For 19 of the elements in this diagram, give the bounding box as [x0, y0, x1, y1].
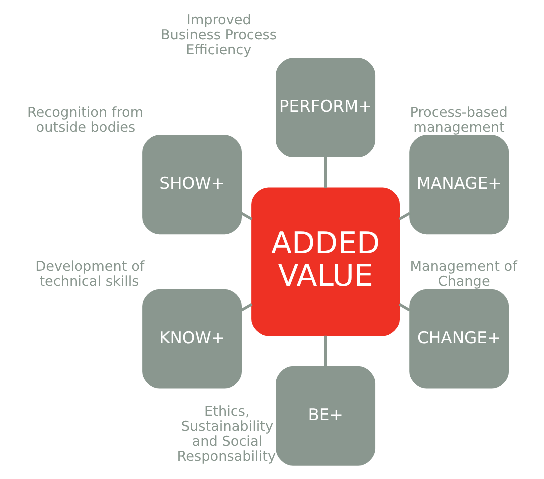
node-box: MANAGE+ — [410, 135, 510, 235]
connector — [398, 303, 411, 312]
node-label: Ethics, Sustainability and Social Responsability — [177, 404, 276, 466]
node-box: BE+ — [276, 366, 376, 466]
connector — [240, 303, 253, 312]
node-box: CHANGE+ — [410, 289, 510, 389]
node-label: Management of Change — [410, 258, 518, 290]
connector — [324, 157, 328, 188]
node-box: KNOW+ — [142, 289, 242, 389]
node-label: Development of technical skills — [36, 258, 145, 290]
node-box: SHOW+ — [142, 135, 242, 235]
node-label: Recognition from outside bodies — [27, 104, 144, 136]
node-label: Improved Business Process Efficiency — [160, 12, 277, 59]
connector — [398, 212, 411, 221]
node-box: PERFORM+ — [276, 58, 376, 158]
connector — [240, 212, 253, 221]
node-label: Process-based management — [410, 104, 508, 136]
node-box: ADDED VALUE — [252, 188, 400, 336]
connector — [324, 336, 328, 367]
